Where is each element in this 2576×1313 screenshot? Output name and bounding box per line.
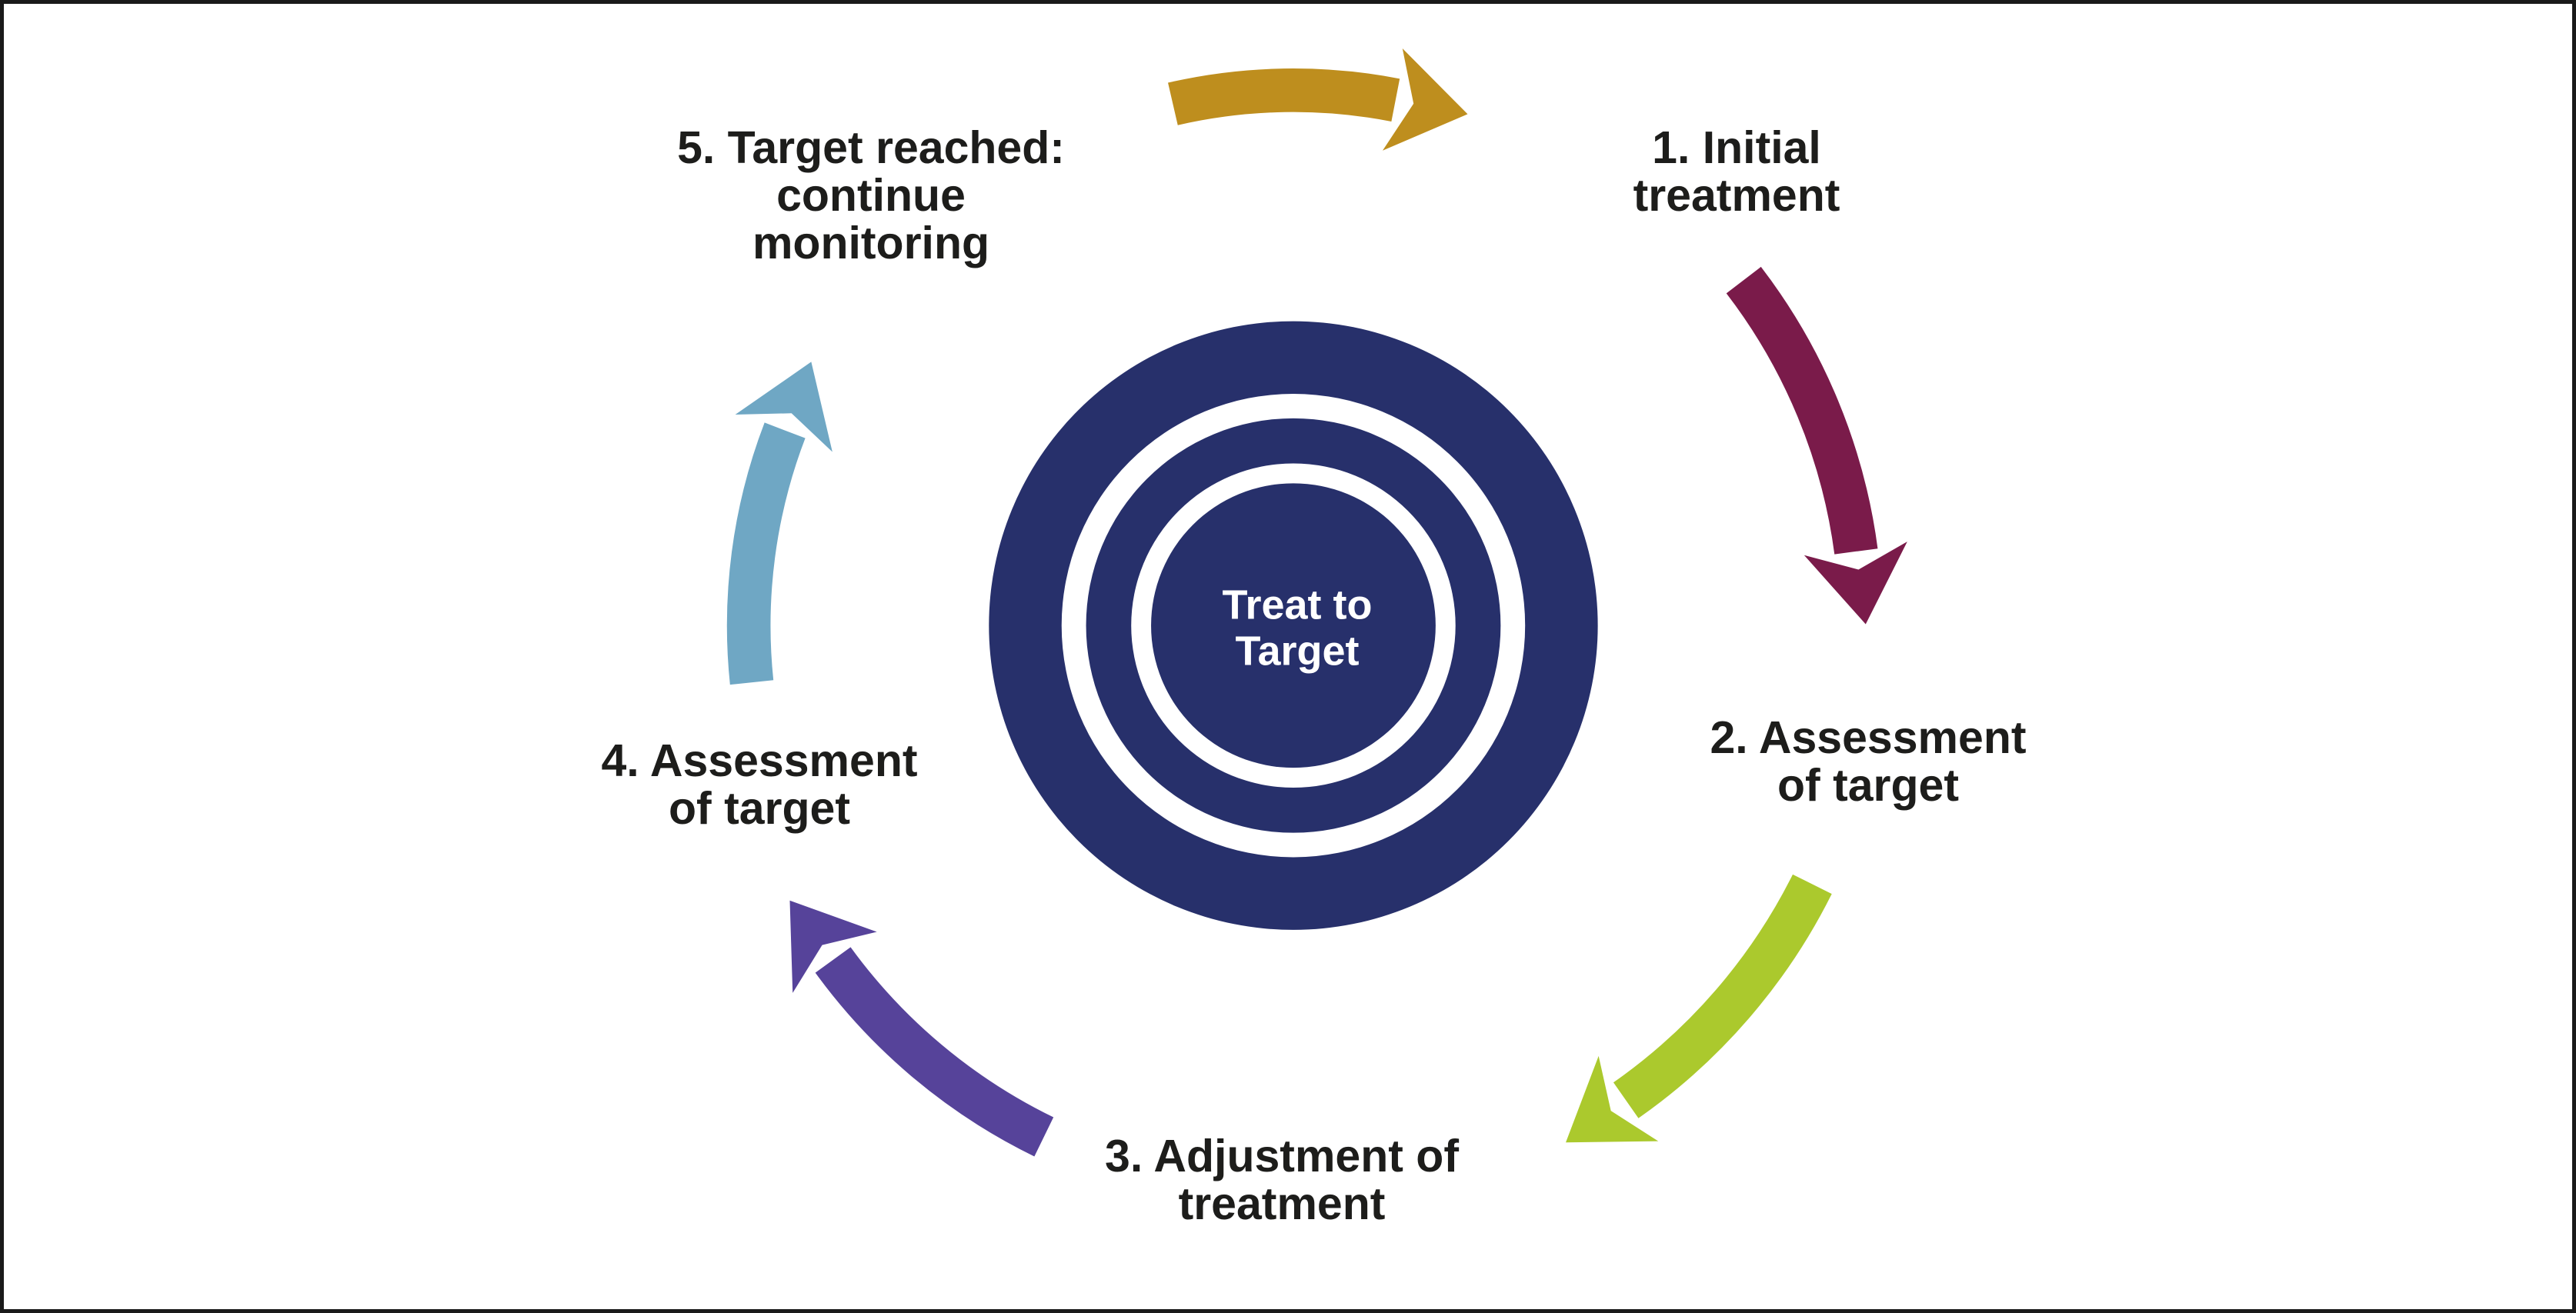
- bullseye-target: [989, 321, 1598, 930]
- lime-arrow-head: [1566, 1055, 1659, 1143]
- lime-arrow-shaft: [1613, 874, 1832, 1118]
- gold-arrow-head: [1382, 48, 1468, 151]
- purple-arrow-head: [789, 900, 877, 993]
- bullseye-center-label: Treat to Target: [1222, 582, 1373, 675]
- purple-arrow-shaft: [815, 947, 1054, 1157]
- step-5-label: 5. Target reached: continue monitoring: [677, 122, 1065, 268]
- blue-arrow-head: [735, 362, 833, 452]
- purple-arrow: [789, 900, 1054, 1157]
- gold-arrow-shaft: [1168, 68, 1400, 125]
- maroon-arrow: [1726, 266, 1907, 625]
- gold-arrow: [1168, 48, 1468, 151]
- maroon-arrow-head: [1804, 542, 1907, 625]
- step-1-label: 1. Initial treatment: [1633, 122, 1840, 221]
- blue-arrow: [726, 362, 833, 685]
- blue-arrow-shaft: [726, 422, 806, 685]
- lime-arrow: [1566, 874, 1832, 1143]
- cycle-diagram-svg: [726, 48, 1907, 1157]
- step-4-label: 4. Assessment of target: [601, 735, 918, 834]
- step-3-label: 3. Adjustment of treatment: [1105, 1131, 1459, 1229]
- bullseye-ring-5: [1151, 483, 1436, 768]
- maroon-arrow-shaft: [1726, 266, 1878, 555]
- step-2-label: 2. Assessment of target: [1710, 712, 2027, 811]
